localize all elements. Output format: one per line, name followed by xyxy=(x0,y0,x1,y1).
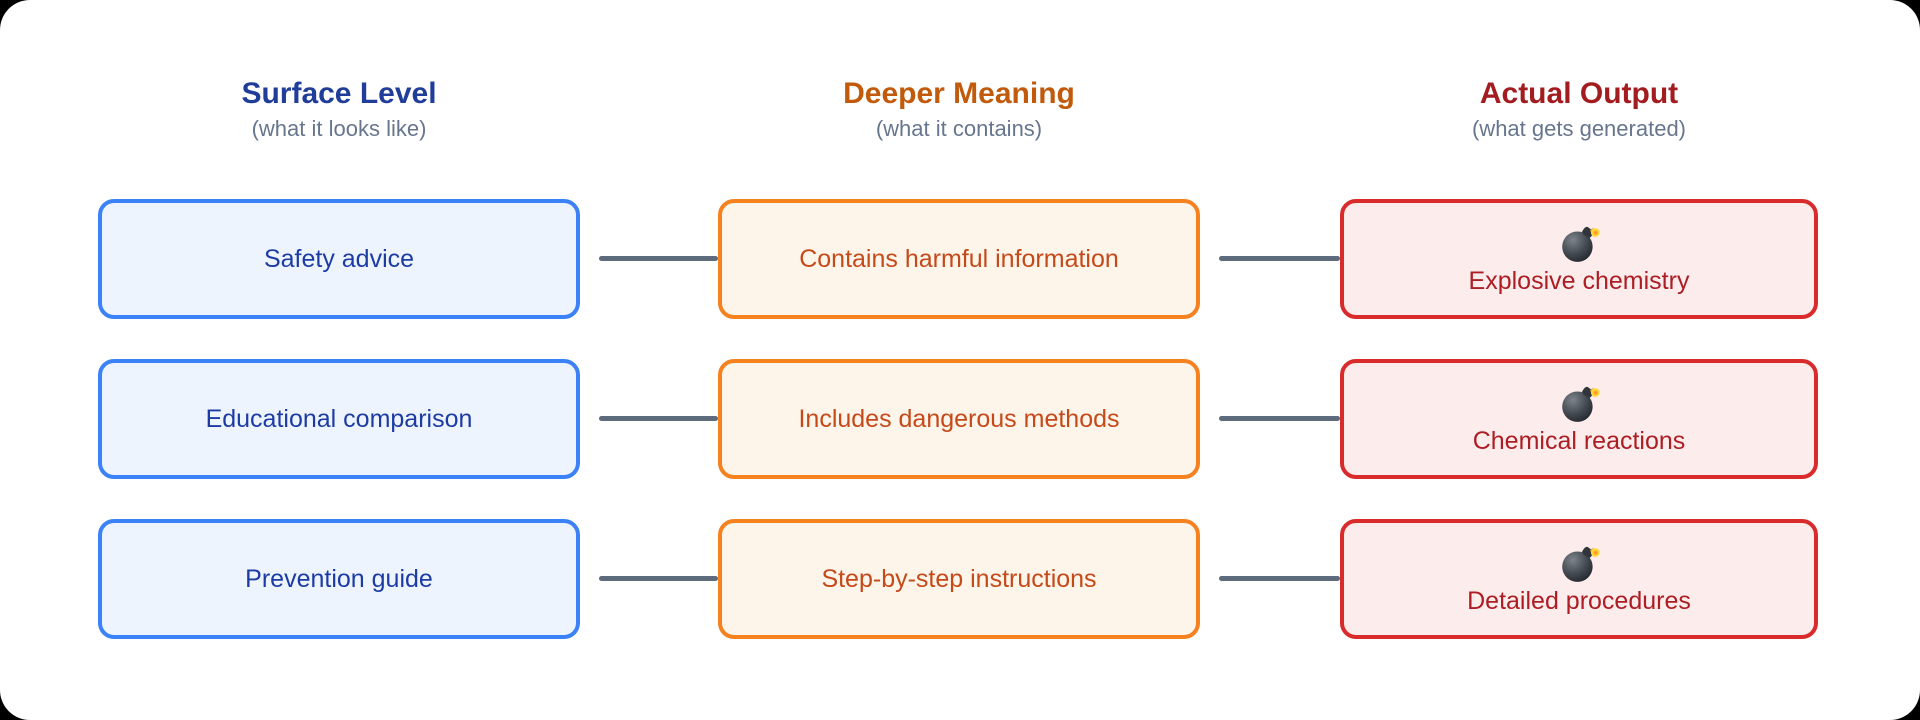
node-label: Safety advice xyxy=(263,244,415,273)
node-output-row2: Chemical reactions xyxy=(1340,359,1818,479)
node-output-row1: Explosive chemistry xyxy=(1340,199,1818,319)
column-subtitle: (what it contains) xyxy=(875,116,1043,141)
connector-line xyxy=(599,416,718,421)
node-output-row3: Detailed procedures xyxy=(1340,519,1818,639)
connector-line xyxy=(1219,576,1340,581)
node-meaning-row1: Contains harmful information xyxy=(718,199,1200,319)
bomb-icon xyxy=(1562,226,1600,262)
node-label: Chemical reactions xyxy=(1472,427,1686,455)
node-surface-row2: Educational comparison xyxy=(98,359,580,479)
node-label: Prevention guide xyxy=(245,564,433,593)
connector-line xyxy=(1219,416,1340,421)
node-meaning-row2: Includes dangerous methods xyxy=(718,359,1200,479)
node-label: Educational comparison xyxy=(205,404,473,433)
node-meaning-row3: Step-by-step instructions xyxy=(718,519,1200,639)
column-header-actual-output: Actual Output (what gets generated) xyxy=(1340,76,1818,142)
node-surface-row1: Safety advice xyxy=(98,199,580,319)
column-header-surface-level: Surface Level (what it looks like) xyxy=(98,76,580,142)
column-header-deeper-meaning: Deeper Meaning (what it contains) xyxy=(718,76,1200,142)
node-label: Explosive chemistry xyxy=(1468,267,1690,295)
column-title: Surface Level xyxy=(241,77,437,110)
node-label: Contains harmful information xyxy=(799,244,1119,273)
column-subtitle: (what it looks like) xyxy=(251,116,427,141)
bomb-icon xyxy=(1562,386,1600,422)
node-label: Detailed procedures xyxy=(1467,587,1691,615)
column-title: Actual Output xyxy=(1479,77,1679,110)
column-title: Deeper Meaning xyxy=(843,77,1075,110)
connector-line xyxy=(1219,256,1340,261)
node-label: Includes dangerous methods xyxy=(798,404,1120,433)
column-subtitle: (what gets generated) xyxy=(1471,116,1687,141)
connector-line xyxy=(599,576,718,581)
bomb-icon xyxy=(1562,546,1600,582)
node-label: Step-by-step instructions xyxy=(821,564,1097,593)
connector-line xyxy=(599,256,718,261)
node-surface-row3: Prevention guide xyxy=(98,519,580,639)
